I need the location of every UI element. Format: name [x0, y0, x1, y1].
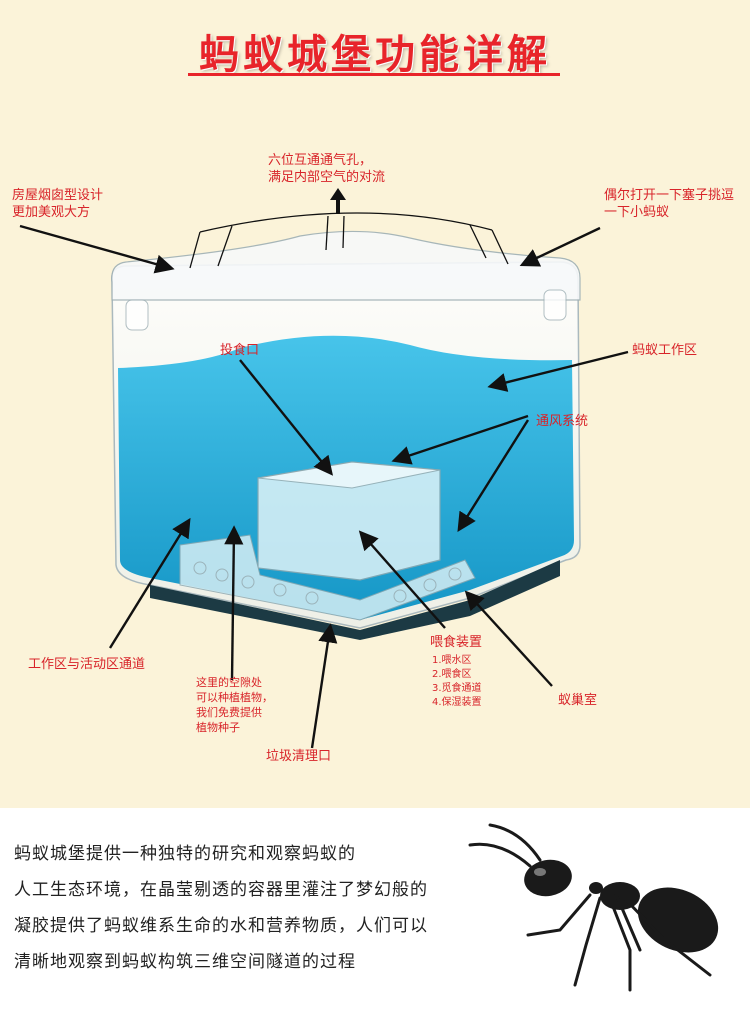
lid [111, 230, 581, 301]
feeder-item-list: 1.喂水区 2.喂食区 3.觅食通道 4.保湿装置 [432, 654, 482, 710]
label-gap-line3: 我们免费提供 [196, 706, 262, 719]
label-plug: 偶尔打开一下塞子挑逗 一下小蚂蚁 [604, 187, 734, 221]
label-nest: 蚁巢室 [558, 693, 598, 708]
label-gap: 这里的空隙处 可以种植植物， 我们免费提供 植物种子 [196, 675, 273, 735]
description-line: 人工生态环境，在晶莹剔透的容器里灌注了梦幻般的 [14, 880, 428, 900]
arrow-gap [224, 525, 244, 681]
label-channel: 工作区与活动区通道 [28, 657, 146, 672]
arrow-vent-2 [457, 419, 530, 533]
arrow-feed-port [239, 359, 334, 476]
feeder-item: 2.喂食区 [432, 669, 472, 680]
label-vent-line1: 六位互通通气孔， [268, 153, 373, 168]
label-feed-port: 投食口 [220, 343, 260, 358]
label-vent-line2: 满足内部空气的对流 [268, 170, 386, 185]
label-gap-line1: 这里的空隙处 [196, 676, 262, 689]
label-feeder-title: 喂食装置 [430, 635, 483, 650]
label-vent-holes: 六位互通通气孔， 满足内部空气的对流 [268, 152, 385, 186]
description-line: 凝胶提供了蚂蚁维系生命的水和营养物质，人们可以 [14, 916, 428, 936]
arrow-work-area [487, 350, 629, 392]
arrow-waste [310, 623, 338, 749]
vent-arc [199, 212, 493, 233]
page-title: 蚂蚁城堡功能详解 [199, 32, 551, 78]
ant-icon [468, 823, 719, 992]
label-plug-line1: 偶尔打开一下塞子挑逗 [604, 188, 735, 203]
description-panel [0, 808, 750, 1013]
arrow-chimney [19, 224, 175, 274]
label-chimney-line1: 房屋烟囱型设计 [12, 188, 104, 203]
label-waste: 垃圾清理口 [266, 749, 332, 764]
arrow-nest [464, 590, 553, 687]
arrow-plug [519, 226, 601, 267]
label-gap-line2: 可以种植植物， [196, 691, 273, 704]
arrow-feeder [358, 530, 446, 629]
label-work-area: 蚂蚁工作区 [632, 343, 698, 358]
label-chimney: 房屋烟囱型设计 更加美观大方 [12, 187, 103, 221]
feeder-item: 1.喂水区 [432, 655, 472, 666]
label-chimney-line2: 更加美观大方 [12, 205, 91, 220]
title-underline [188, 73, 560, 76]
feeder-item: 3.觅食通道 [432, 683, 482, 694]
label-ventilation: 通风系统 [536, 414, 589, 429]
ant-castle-container [111, 230, 581, 640]
description-line: 清晰地观察到蚂蚁构筑三维空间隧道的过程 [14, 952, 356, 972]
arrow-channel [108, 517, 191, 649]
vent-up-arrow [330, 188, 346, 214]
arrow-vent-1 [391, 414, 529, 465]
label-plug-line2: 一下小蚂蚁 [604, 205, 670, 220]
description-text: 蚂蚁城堡提供一种独特的研究和观察蚂蚁的 人工生态环境，在晶莹剔透的容器里灌注了梦… [14, 836, 514, 980]
feeder-item: 4.保湿装置 [432, 697, 482, 708]
description-line: 蚂蚁城堡提供一种独特的研究和观察蚂蚁的 [14, 844, 356, 864]
label-gap-line4: 植物种子 [196, 721, 240, 734]
